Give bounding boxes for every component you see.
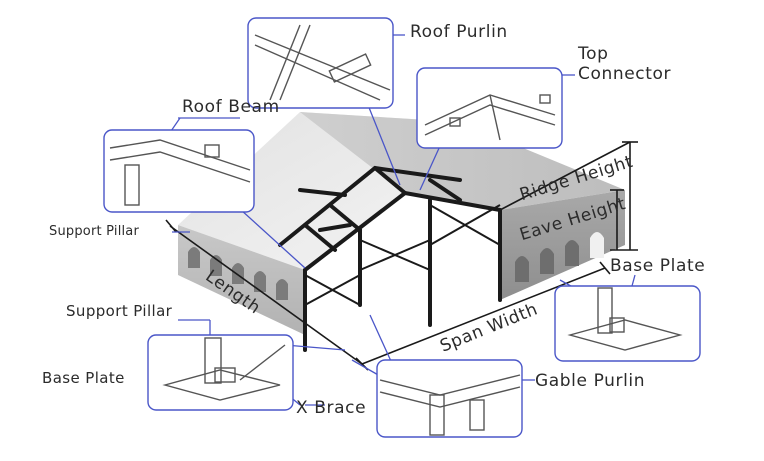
roof-purlin-callout xyxy=(247,17,394,109)
base-plate-right-callout xyxy=(554,285,701,362)
gable-wall xyxy=(500,190,625,300)
gable-purlin-callout xyxy=(376,359,523,438)
side-wall-windows xyxy=(188,247,288,300)
support-pillar-lower-label: Support Pillar xyxy=(66,302,173,320)
dimension-lines xyxy=(165,141,638,371)
gable-windows xyxy=(515,232,604,282)
support-pillar-upper-label: Support Pillar xyxy=(49,224,140,239)
top-connector-callout xyxy=(416,67,563,149)
gable-purlin-label: Gable Purlin xyxy=(535,371,646,391)
top-connector-label-line2: Connector xyxy=(578,64,672,84)
roof-beam-label: Roof Beam xyxy=(182,97,280,117)
roof-purlin-label: Roof Purlin xyxy=(410,22,508,42)
steel-frame xyxy=(278,165,502,352)
top-connector-label-line1: Top xyxy=(578,44,609,64)
x-brace-label: X Brace xyxy=(296,398,367,418)
length-dimension-line xyxy=(169,225,363,365)
support-pillar-lower-callout xyxy=(147,334,294,411)
roof-beam-callout xyxy=(103,129,255,213)
x-brace-lines xyxy=(304,204,501,306)
span-width-dimension-line xyxy=(361,267,606,365)
base-plate-right-label: Base Plate xyxy=(610,256,706,276)
base-plate-left-label: Base Plate xyxy=(42,369,125,387)
